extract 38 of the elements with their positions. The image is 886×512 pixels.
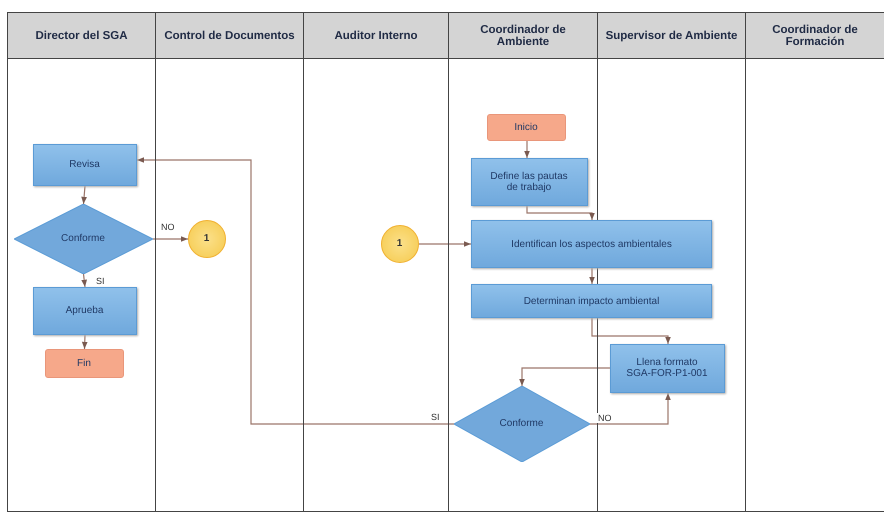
edge-label: SI: [95, 276, 106, 286]
swimlane: [303, 12, 448, 512]
terminal-box: Fin: [44, 348, 124, 378]
edge-label: SI: [430, 412, 441, 422]
swimlane: [7, 12, 155, 512]
swimlane: [155, 12, 303, 512]
lane-header: Auditor Interno: [304, 13, 448, 59]
process-box: Identifican los aspectos ambientales: [471, 220, 712, 268]
arrow: [153, 236, 188, 242]
process-box: Define las pautas de trabajo: [470, 158, 588, 206]
lane-header: Control de Documentos: [156, 13, 303, 59]
arrow: [82, 334, 88, 350]
swimlane: [745, 12, 884, 512]
connector-circle: 1: [380, 224, 418, 262]
process-box: Determinan impacto ambiental: [471, 284, 712, 318]
arrow: [81, 186, 87, 204]
edge-label: NO: [597, 413, 612, 423]
lane-header: Coordinador de Ambiente: [449, 13, 597, 59]
arrow: [519, 367, 610, 386]
lane-header: Supervisor de Ambiente: [598, 13, 745, 59]
decision-label: Conforme: [500, 418, 544, 429]
edge-label: NO: [160, 222, 176, 232]
arrow: [419, 241, 471, 247]
lane-header: Director del SGA: [8, 13, 155, 59]
lane-header: Coordinador de Formación: [746, 13, 884, 59]
process-box: Llena formato SGA-FOR-P1-001: [610, 344, 724, 392]
arrow: [81, 274, 88, 288]
arrow: [590, 393, 671, 425]
arrow: [526, 206, 595, 220]
process-box: Aprueba: [32, 286, 136, 334]
decision-label: Conforme: [61, 233, 105, 244]
connector-circle: 1: [188, 220, 226, 258]
arrow: [589, 268, 595, 284]
arrow: [591, 318, 671, 344]
arrow: [137, 157, 454, 425]
process-box: Revisa: [32, 144, 136, 186]
terminal-box: Inicio: [486, 114, 566, 140]
arrow: [524, 141, 530, 158]
